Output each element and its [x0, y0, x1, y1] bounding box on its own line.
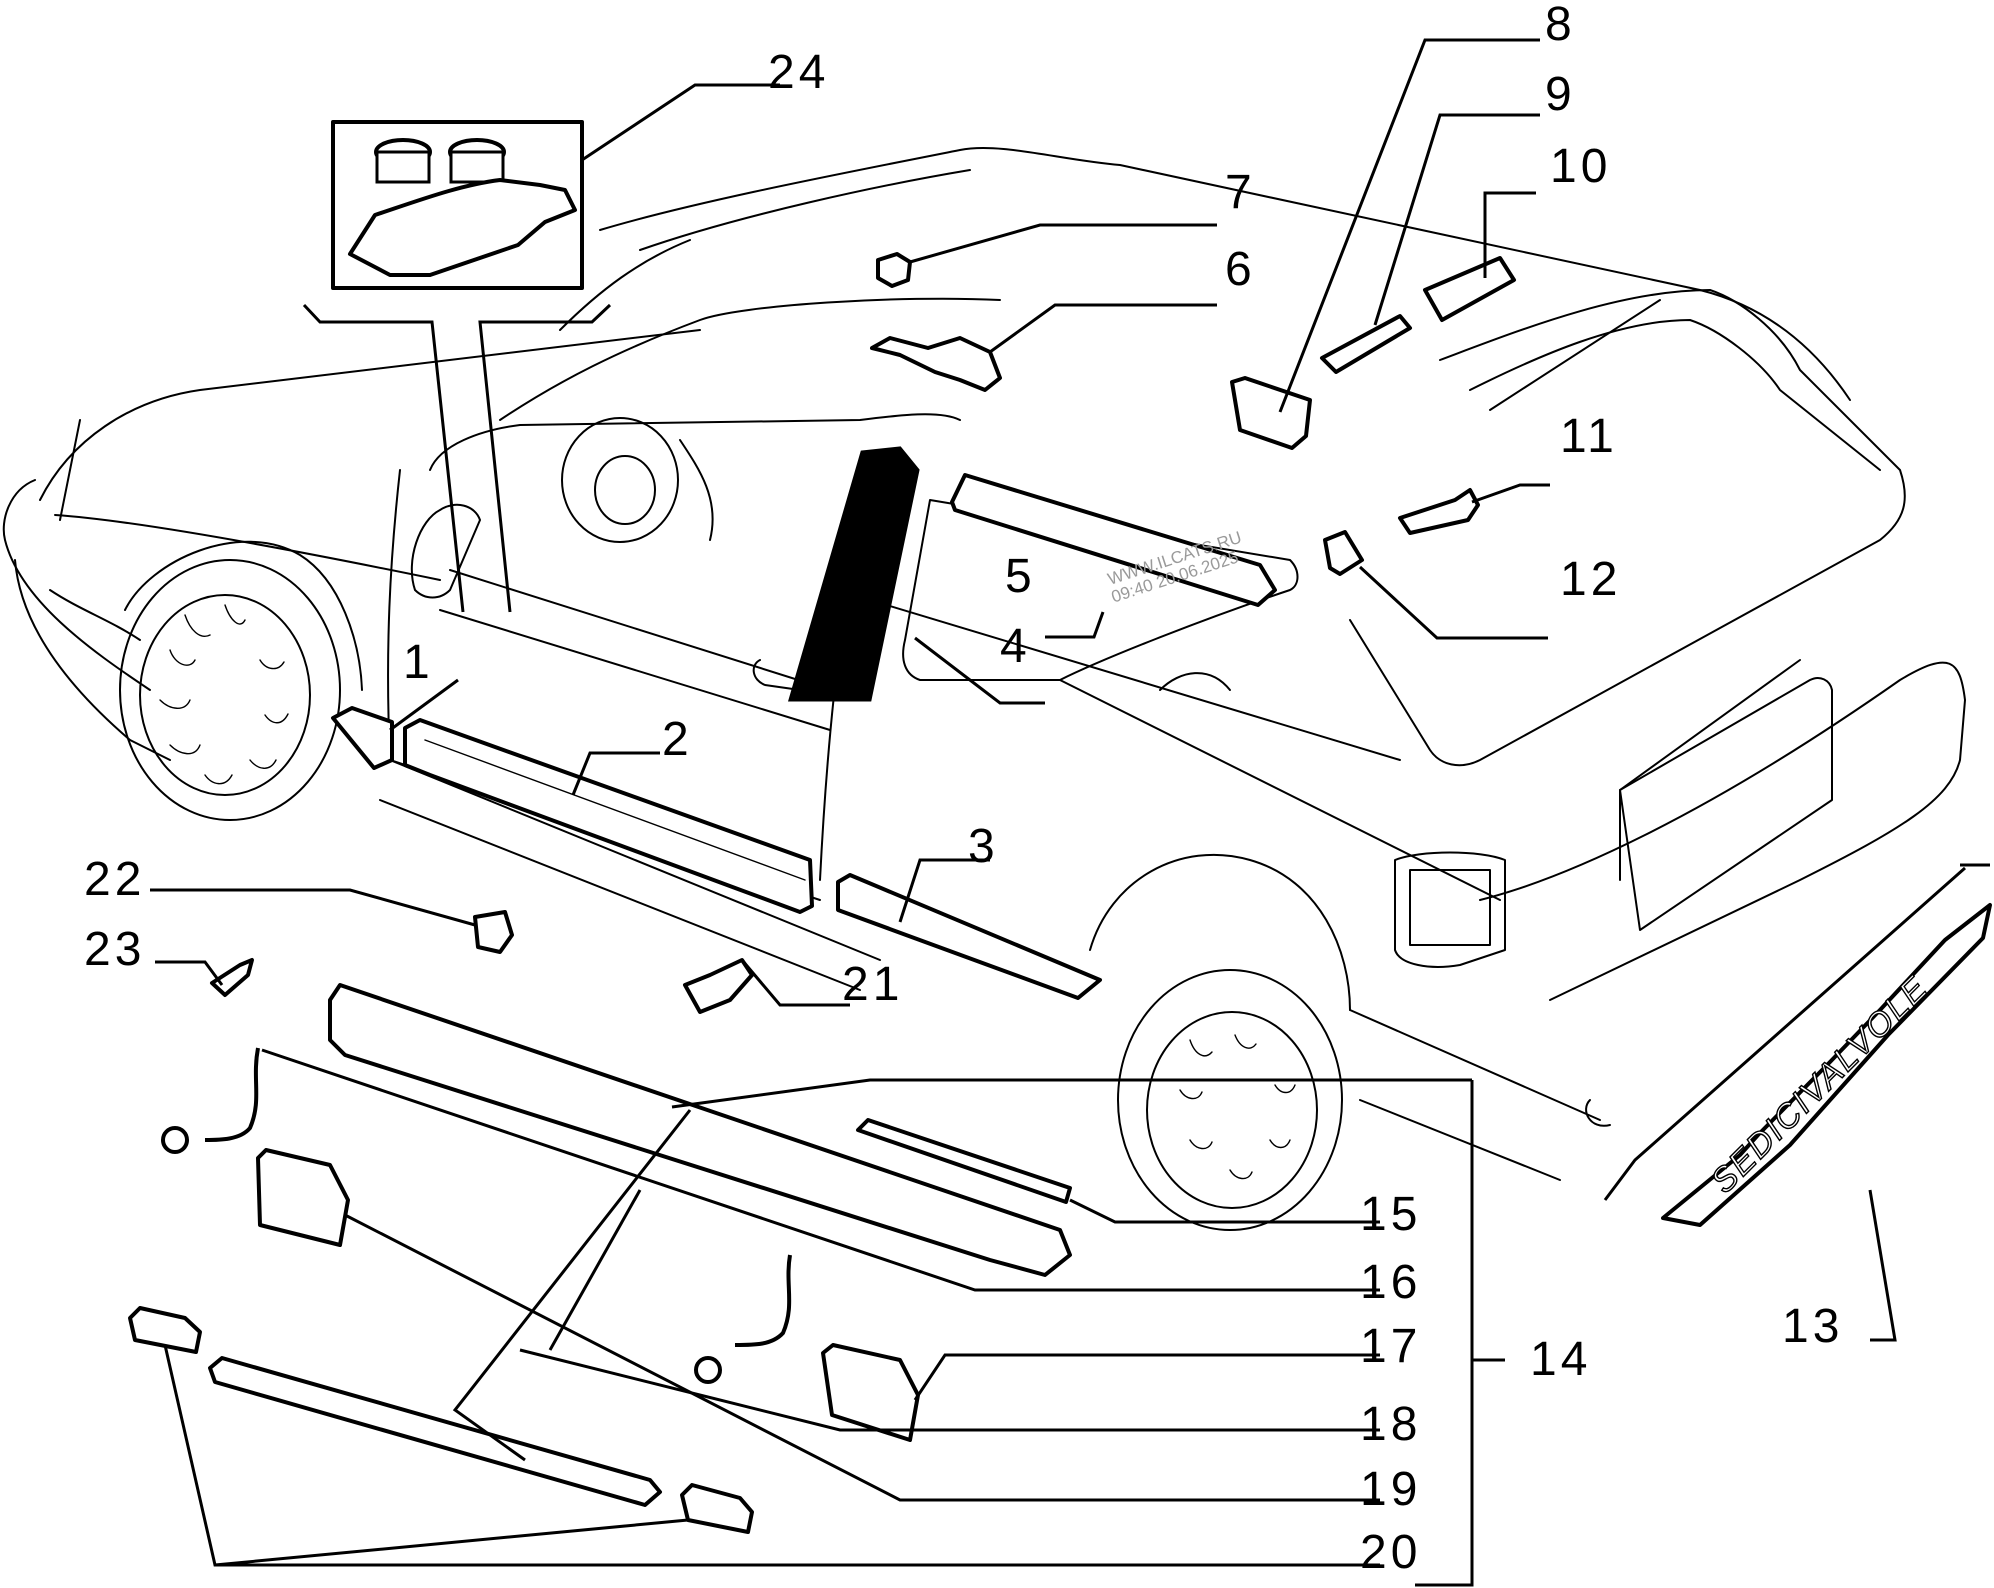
- part-7: [876, 252, 912, 288]
- part-6: [870, 336, 1002, 392]
- callout-6: 6: [1225, 243, 1256, 296]
- part-2: [403, 718, 814, 914]
- front-hubcap-spokes: [159, 604, 289, 785]
- callout-7: 7: [1225, 166, 1256, 219]
- leader-lines: [150, 38, 1897, 1587]
- part-15: [856, 1118, 1072, 1204]
- part-3: [836, 873, 1102, 1000]
- part-4: [788, 446, 920, 702]
- callout-15: 15: [1360, 1188, 1421, 1241]
- callout-21: 21: [842, 958, 903, 1011]
- callout-12: 12: [1560, 553, 1621, 606]
- part-5: [950, 473, 1277, 607]
- callout-13: 13: [1782, 1300, 1843, 1353]
- callout-17: 17: [1360, 1320, 1421, 1373]
- part-11: [1398, 488, 1480, 535]
- part-24-kit-box: [331, 120, 584, 290]
- callout-numbers: 24 8 9 10 7 6 11 12 5 4 1 2 3 22 23 21 1…: [84, 0, 1843, 1579]
- part-20b: [680, 1483, 754, 1534]
- part-9: [1320, 314, 1412, 374]
- callout-11: 11: [1560, 410, 1618, 463]
- part-19: [208, 1356, 662, 1507]
- car-body: [2, 147, 1966, 1231]
- part-18b: [734, 1254, 792, 1347]
- rear-hubcap-spokes: [1179, 1034, 1296, 1180]
- part-17a: [256, 1148, 350, 1247]
- callout-5: 5: [1005, 550, 1036, 603]
- badge-text: SEDICIVALVOLE: [1704, 968, 1936, 1200]
- callout-2: 2: [662, 713, 693, 766]
- callout-8: 8: [1545, 0, 1576, 51]
- callout-1: 1: [403, 636, 434, 689]
- callout-14: 14: [1530, 1333, 1591, 1386]
- part-23: [210, 958, 254, 997]
- part-22: [473, 910, 514, 954]
- callout-22: 22: [84, 853, 145, 906]
- callout-16: 16: [1360, 1256, 1421, 1309]
- callout-18: 18: [1360, 1398, 1421, 1451]
- part-16: [328, 983, 1072, 1277]
- callout-20: 20: [1360, 1526, 1421, 1579]
- callout-24: 24: [768, 46, 829, 99]
- callout-10: 10: [1550, 140, 1611, 193]
- callout-3: 3: [968, 820, 999, 873]
- part-18a: [204, 1047, 260, 1142]
- callout-23: 23: [84, 923, 145, 976]
- part-20a: [128, 1306, 202, 1354]
- part-13-badge: SEDICIVALVOLE: [1603, 863, 1992, 1227]
- part-12: [1323, 530, 1364, 576]
- callout-4: 4: [1000, 620, 1031, 673]
- part-21: [683, 958, 754, 1014]
- callout-9: 9: [1545, 68, 1576, 121]
- part-1: [331, 706, 394, 770]
- parts: SEDICIVALVOLE: [128, 120, 1992, 1534]
- part-10: [1423, 256, 1516, 322]
- part-17b: [821, 1343, 920, 1442]
- part-8: [1230, 376, 1312, 450]
- callout-19: 19: [1360, 1463, 1421, 1516]
